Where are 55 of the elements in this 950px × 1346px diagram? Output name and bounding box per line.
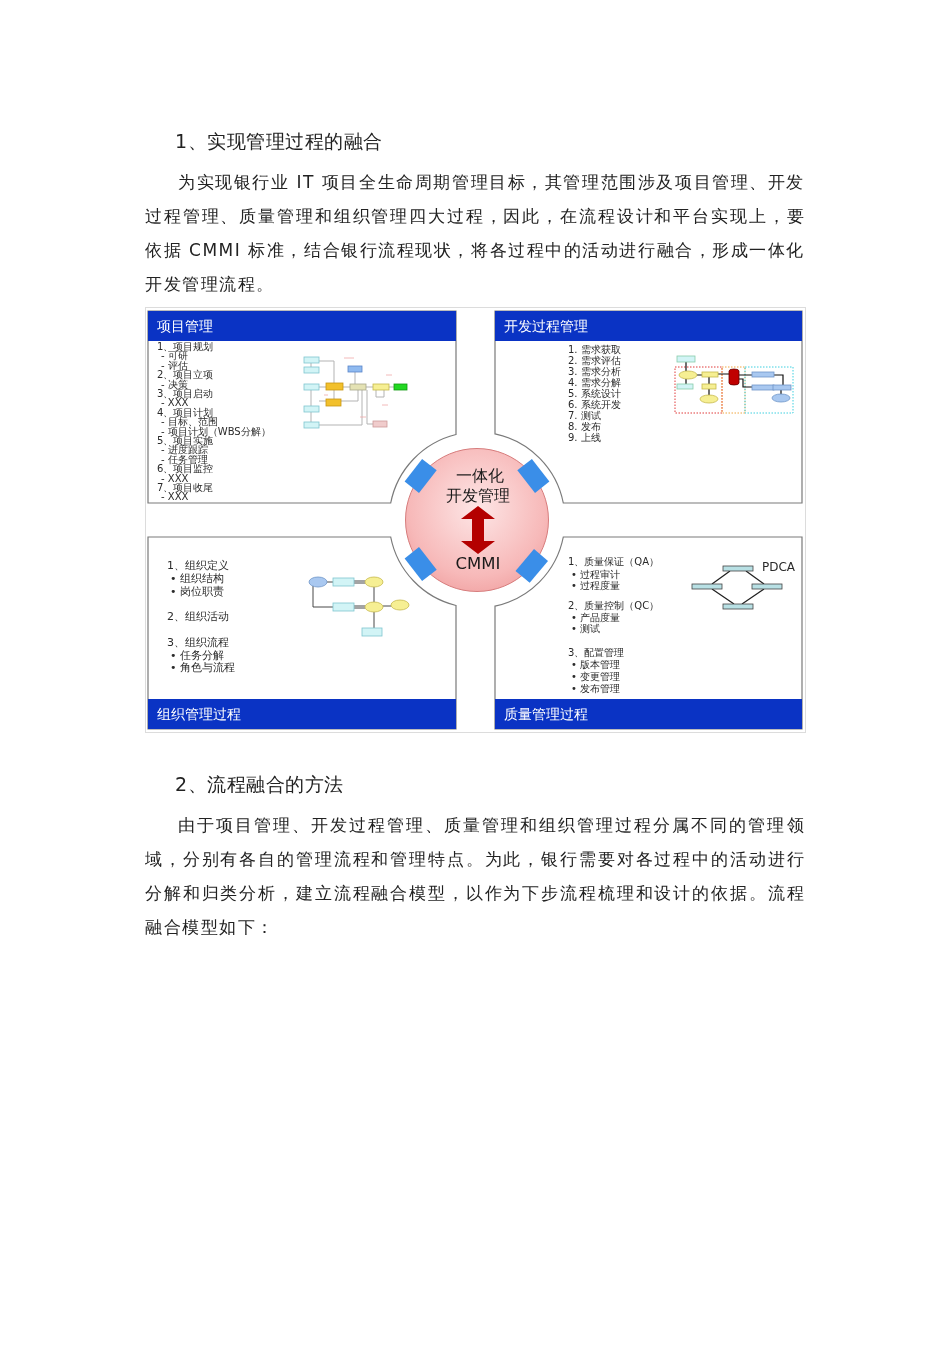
list-item: 8. 发布 <box>568 420 601 432</box>
panel-header: 组织管理过程 <box>148 699 456 729</box>
double-arrow <box>461 506 495 554</box>
list-item: 6、项目监控 <box>157 464 214 474</box>
body-paragraph: 为实现银行业 IT 项目全生命周期管理目标，其管理范围涉及项目管理、开发过程管理、质量管理和组织管理四大过程，因此，在流程设计和平台实现上，要依据 CMMI 标准，结合银行流程现状，将各过程中的活动进行融合，形成一体化开发管理流程。 <box>145 171 805 296</box>
list-item: 4. 需求分解 <box>568 376 621 388</box>
list-item: • 产品度量 <box>571 611 621 623</box>
process-panel <box>148 537 456 729</box>
list-item: - 决策 <box>161 379 188 389</box>
list-item: 1、质量保证（QA） <box>568 555 660 567</box>
panel-header: 开发过程管理 <box>495 311 802 341</box>
list-item: 2、质量控制（QC） <box>568 599 660 611</box>
list-item: - XXX <box>161 398 189 408</box>
list-item: 2、组织活动 <box>167 610 229 624</box>
section-heading: 2、流程融合的方法 <box>175 772 344 797</box>
list-item: • 发布管理 <box>571 682 621 694</box>
list-item: • 版本管理 <box>571 658 621 670</box>
list-item: 1、项目规划 <box>157 341 214 352</box>
section-heading: 1、实现管理过程的融合 <box>175 129 383 154</box>
panel-header: 项目管理 <box>148 311 456 341</box>
hub-label: 一体化开发管理 <box>445 466 511 506</box>
list-item: - 评估 <box>161 360 188 371</box>
list-item: - 进度跟踪 <box>161 445 208 455</box>
list-item: • 角色与流程 <box>170 661 235 675</box>
list-item: - 项目计划（WBS分解） <box>161 426 271 436</box>
body-paragraph: 由于项目管理、开发过程管理、质量管理和组织管理过程分属不同的管理领域，分别有各自的管理流程和管理特点。为此，银行需要对各过程中的活动进行分解和归类分析，建立流程融合模型，以作为下步流程梳理和设计的依据。流程融合模型如下： <box>145 814 805 939</box>
list-item: 3、配置管理 <box>568 646 625 658</box>
list-item: • 测试 <box>571 622 601 634</box>
list-item: - 可研 <box>161 351 188 361</box>
list-item: - 任务管理 <box>161 454 208 465</box>
list-item: 9. 上线 <box>568 431 601 443</box>
list-item: 6. 系统开发 <box>568 398 621 410</box>
list-item: • 过程度量 <box>571 579 621 591</box>
list-item: 7、项目收尾 <box>157 482 214 493</box>
list-item: 5. 系统设计 <box>568 387 621 399</box>
panel-header: 质量管理过程 <box>495 699 802 729</box>
list-item: • 组织结构 <box>170 572 224 586</box>
list-item: • 变更管理 <box>571 670 621 682</box>
list-item: 3、项目启动 <box>157 388 214 399</box>
diagram-caption: PDCA <box>762 560 796 574</box>
list-item: 3、组织流程 <box>167 636 229 650</box>
list-item: 3. 需求分析 <box>568 365 621 377</box>
list-item: • 过程审计 <box>571 568 621 580</box>
hub-label: CMMI <box>455 554 501 573</box>
list-item: 4、项目计划 <box>157 407 214 418</box>
list-item: 1、组织定义 <box>167 559 229 573</box>
list-item: - 目标、范围 <box>161 417 218 427</box>
list-item: 2. 需求评估 <box>568 354 621 366</box>
list-item: • 任务分解 <box>170 649 224 662</box>
list-item: • 岗位职责 <box>170 585 224 599</box>
list-item: 7. 测试 <box>568 409 601 421</box>
list-item: 2、项目立项 <box>157 370 214 380</box>
list-item: 1. 需求获取 <box>568 343 621 355</box>
list-item: - XXX <box>161 492 189 502</box>
list-item: - XXX <box>161 473 189 483</box>
